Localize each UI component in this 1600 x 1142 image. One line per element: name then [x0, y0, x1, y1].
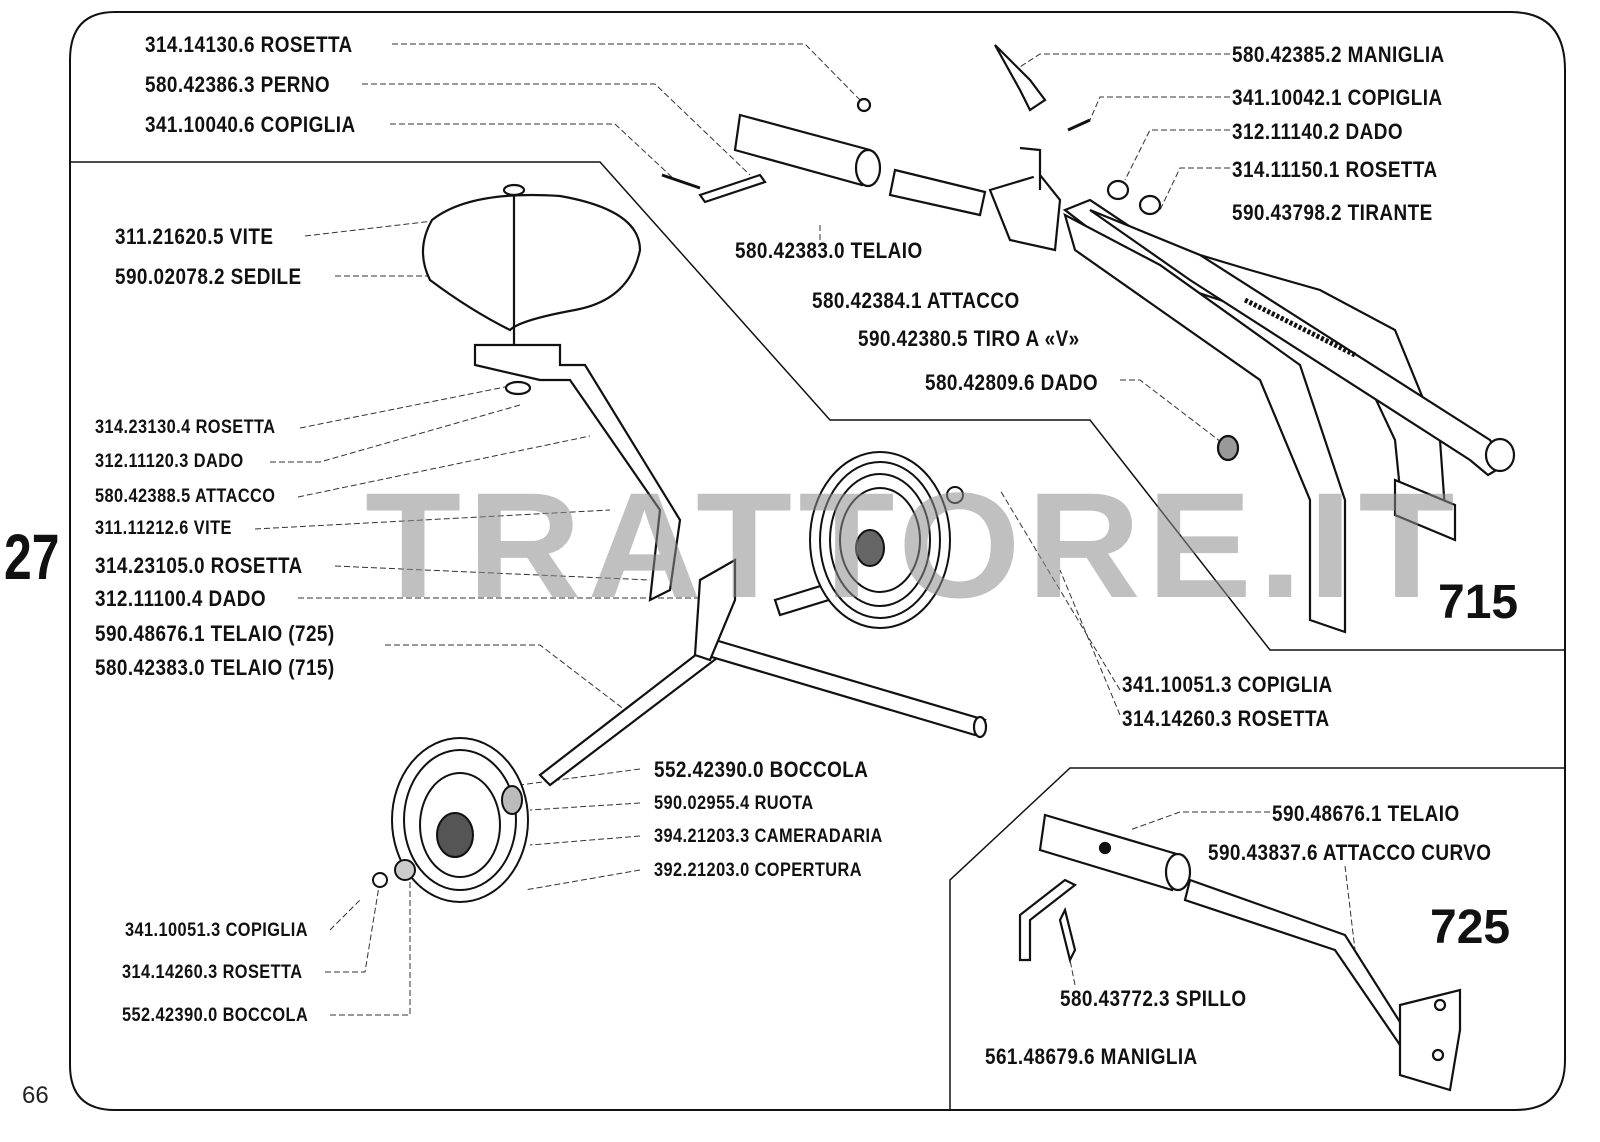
part-label: 580.42386.3 PERNO — [145, 72, 331, 97]
part-label: 392.21203.0 COPERTURA — [654, 860, 862, 881]
part-label: 341.10042.1 COPIGLIA — [1232, 85, 1443, 110]
section-number: 27 — [4, 521, 60, 593]
section-divider-715 — [70, 161, 1565, 651]
part-label: 580.42388.5 ATTACCO — [95, 486, 276, 507]
part-label: 561.48679.6 MANIGLIA — [985, 1044, 1198, 1069]
part-label: 312.11120.3 DADO — [95, 451, 244, 472]
part-label: 590.43837.6 ATTACCO CURVO — [1208, 840, 1492, 865]
part-label: 314.11150.1 ROSETTA — [1232, 157, 1438, 182]
part-label: 311.11212.6 VITE — [95, 518, 232, 539]
model-label-725: 725 — [1430, 901, 1511, 954]
part-label: 394.21203.3 CAMERADARIA — [654, 826, 883, 847]
hitch-715-drawing — [661, 44, 1162, 252]
hitch-725-drawing — [1018, 813, 1462, 1092]
part-label: 314.14130.6 ROSETTA — [145, 32, 353, 57]
left-wheel-drawing — [372, 737, 529, 903]
axle-frame-drawing — [538, 558, 988, 787]
part-label: 341.10051.3 COPIGLIA — [1122, 672, 1333, 697]
part-label: 314.14260.3 ROSETTA — [122, 962, 303, 983]
model-label-715: 715 — [1438, 576, 1519, 629]
part-label: 580.43772.3 SPILLO — [1060, 986, 1247, 1011]
part-label: 552.42390.0 BOCCOLA — [122, 1005, 309, 1026]
part-label: 580.42809.6 DADO — [925, 370, 1099, 395]
part-label: 580.42383.0 TELAIO (715) — [95, 655, 335, 680]
tow-bar-715-drawing — [1062, 198, 1516, 634]
part-label: 312.11100.4 DADO — [95, 586, 266, 611]
seat-drawing — [421, 183, 682, 602]
part-label: 341.10051.3 COPIGLIA — [125, 920, 309, 941]
part-label: 552.42390.0 BOCCOLA — [654, 757, 869, 782]
part-label: 311.21620.5 VITE — [115, 224, 274, 249]
part-label: 580.42385.2 MANIGLIA — [1232, 42, 1445, 67]
part-label: 590.02955.4 RUOTA — [654, 793, 814, 814]
part-label: 590.42380.5 TIRO A «V» — [858, 326, 1080, 351]
part-label: 590.02078.2 SEDILE — [115, 264, 302, 289]
part-label: 312.11140.2 DADO — [1232, 119, 1403, 144]
part-label: 314.23130.4 ROSETTA — [95, 417, 276, 438]
part-label: 580.42384.1 ATTACCO — [812, 288, 1020, 313]
leader-lines — [254, 43, 1356, 1016]
watermark: TRATTORE.IT — [365, 461, 1461, 629]
part-label: 314.14260.3 ROSETTA — [1122, 706, 1330, 731]
page-frame — [69, 11, 1566, 1111]
page-number: 66 — [22, 1082, 49, 1109]
part-label: 590.43798.2 TIRANTE — [1232, 200, 1433, 225]
part-label: 590.48676.1 TELAIO — [1272, 801, 1460, 826]
part-label: 590.48676.1 TELAIO (725) — [95, 621, 335, 646]
part-label: 314.23105.0 ROSETTA — [95, 553, 303, 578]
right-wheel-drawing — [809, 451, 964, 629]
section-divider-725 — [949, 767, 1565, 1110]
part-label: 580.42383.0 TELAIO — [735, 238, 923, 263]
part-label: 341.10040.6 COPIGLIA — [145, 112, 356, 137]
